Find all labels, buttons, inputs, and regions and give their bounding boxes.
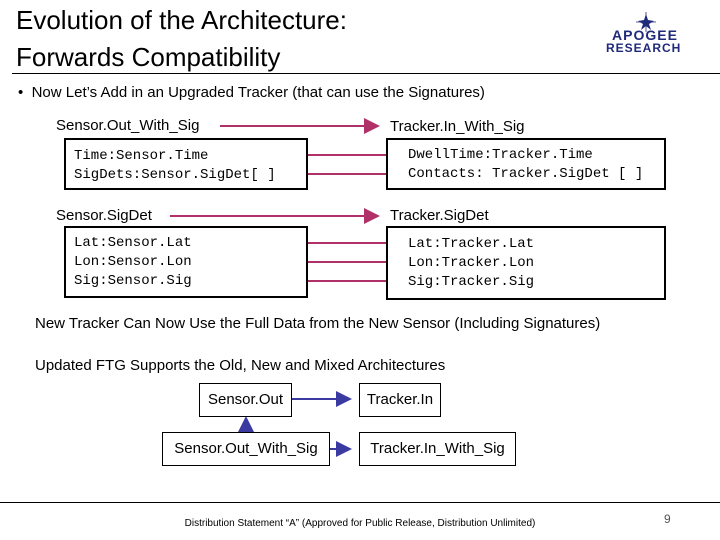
sensor-sigdet-lon: Lon:Sensor.Lon: [74, 254, 192, 270]
logo-star-icon: [636, 12, 656, 32]
sensor-out-with-sig-label: Sensor.Out_With_Sig: [56, 117, 200, 134]
title-line-1: Evolution of the Architecture:: [16, 5, 347, 35]
title-line-2: Forwards Compatibility: [16, 42, 281, 72]
ftg-sensor-out-box: Sensor.Out: [199, 383, 292, 417]
tracker-sigdet-sig: Sig:Tracker.Sig: [408, 274, 535, 290]
slide-title: Evolution of the Architecture: Forwards …: [16, 2, 347, 76]
tracker-field-contacts: Contacts: Tracker.SigDet [ ]: [408, 166, 644, 182]
ftg-sensor-out-with-sig-box: Sensor.Out_With_Sig: [162, 432, 330, 466]
tracker-fields-panel: DwellTime:Tracker.Time Contacts: Tracker…: [386, 138, 666, 190]
tracker-in-with-sig-label: Tracker.In_With_Sig: [390, 118, 525, 135]
sensor-sigdet-sig: Sig:Sensor.Sig: [74, 273, 192, 289]
ftg-tracker-in-with-sig-box: Tracker.In_With_Sig: [359, 432, 516, 466]
distribution-statement: Distribution Statement “A” (Approved for…: [184, 518, 536, 529]
note-ftg-support: Updated FTG Supports the Old, New and Mi…: [35, 357, 446, 374]
sensor-fields-panel: Time:Sensor.Time SigDets:Sensor.SigDet[ …: [64, 138, 308, 190]
tracker-sigdet-panel: Lat:Tracker.Lat Lon:Tracker.Lon Sig:Trac…: [386, 226, 666, 300]
bullet-icon: •: [18, 84, 32, 101]
tracker-sigdet-lat: Lat:Tracker.Lat: [408, 236, 535, 252]
ftg-tracker-in-box: Tracker.In: [359, 383, 441, 417]
tracker-sigdet-lon: Lon:Tracker.Lon: [408, 255, 535, 271]
sensor-sigdet-label: Sensor.SigDet: [56, 207, 152, 224]
bullet-text: Now Let’s Add in an Upgraded Tracker (th…: [31, 84, 485, 101]
tracker-field-dwelltime: DwellTime:Tracker.Time: [408, 147, 593, 163]
logo-text-bottom: RESEARCH: [606, 41, 682, 55]
footer-divider: [0, 502, 720, 503]
tracker-sigdet-label: Tracker.SigDet: [390, 207, 489, 224]
page-number: 9: [664, 512, 671, 526]
sensor-field-sigdets: SigDets:Sensor.SigDet[ ]: [74, 167, 276, 183]
sensor-field-time: Time:Sensor.Time: [74, 148, 209, 164]
note-full-data: New Tracker Can Now Use the Full Data fr…: [35, 315, 601, 332]
sensor-sigdet-panel: Lat:Sensor.Lat Lon:Sensor.Lon Sig:Sensor…: [64, 226, 308, 298]
apogee-research-logo: APOGEE RESEARCH: [606, 12, 714, 55]
bullet-point: • Now Let’s Add in an Upgraded Tracker (…: [18, 84, 485, 101]
sensor-sigdet-lat: Lat:Sensor.Lat: [74, 235, 192, 251]
logo-text-top: APOGEE: [612, 27, 678, 43]
header-divider: [12, 73, 720, 74]
